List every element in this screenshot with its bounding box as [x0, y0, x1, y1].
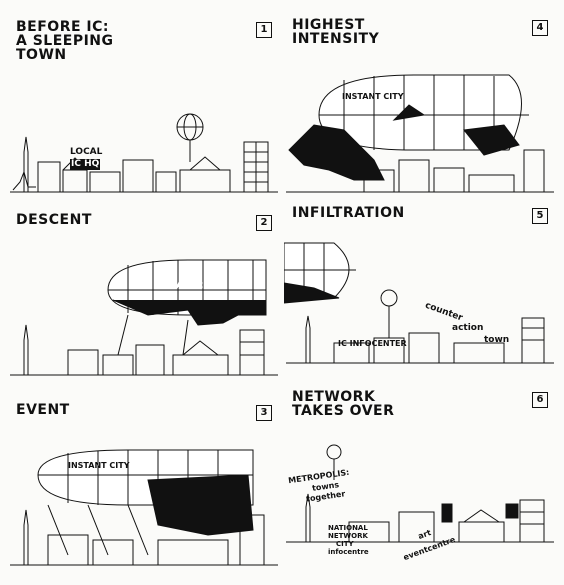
- panel-title: DESCENT: [16, 212, 92, 228]
- instant-city-label: INSTANT CITY: [68, 461, 130, 470]
- balloon-icon: [380, 289, 398, 338]
- panel-title: HIGHEST INTENSITY: [292, 17, 380, 47]
- airship-icon: [284, 242, 356, 304]
- panel-2-descent: DESCENT 2 INSTANT CITY: [8, 205, 282, 395]
- descent-illustration: [10, 259, 278, 376]
- balloon-icon: [176, 113, 204, 162]
- town-label: town: [484, 335, 510, 345]
- town-skyline: [10, 136, 278, 193]
- town-skyline: [286, 493, 554, 543]
- ic-hq-label: IC HQ: [70, 159, 101, 170]
- panel-title: INFILTRATION: [292, 205, 405, 221]
- highest-intensity-illustration: [286, 74, 554, 193]
- panel-number: 3: [256, 405, 272, 421]
- panel-number: 6: [532, 392, 548, 408]
- instant-city-label: INSTANT CITY: [156, 281, 218, 290]
- panel-title: NETWORK TAKES OVER: [292, 389, 395, 419]
- local-label: LOCAL: [70, 147, 103, 157]
- panel-number: 2: [256, 215, 272, 231]
- town-skyline: [10, 504, 278, 566]
- network-label: NETWORK: [328, 532, 368, 540]
- panel-number: 5: [532, 208, 548, 224]
- event-illustration: [10, 449, 278, 566]
- national-label: NATIONAL: [328, 524, 368, 532]
- sleeping-town-illustration: [10, 113, 278, 193]
- network-illustration: [286, 444, 554, 543]
- panel-title: EVENT: [16, 402, 70, 418]
- town-skyline: [286, 315, 554, 364]
- airship-icon: [37, 449, 254, 536]
- panel-title: BEFORE IC: A SLEEPING TOWN: [16, 19, 114, 63]
- instant-city-label: INSTANT CITY: [342, 92, 404, 101]
- panel-4-highest-intensity: HIGHEST INTENSITY 4 INSTANT CITY: [284, 10, 558, 200]
- antenna-icon: [326, 444, 342, 480]
- town-skyline: [10, 314, 278, 376]
- panel-number: 1: [256, 22, 272, 38]
- panel-number: 4: [532, 20, 548, 36]
- airship-icon: [107, 259, 267, 326]
- city-label: CITY: [336, 540, 354, 548]
- panel-1-before-ic: BEFORE IC: A SLEEPING TOWN 1: [8, 12, 282, 202]
- panel-5-infiltration: INFILTRATION 5 IC INFOCENTER counter act…: [284, 198, 558, 388]
- airship-icon: [288, 74, 529, 181]
- panel-3-event: EVENT 3 INSTANT CITY: [8, 395, 282, 585]
- ic-infocenter-label: IC INFOCENTER: [338, 339, 407, 348]
- infocentre-label: infocentre: [328, 548, 369, 556]
- infiltration-illustration: [284, 242, 554, 364]
- town-skyline: [286, 149, 554, 193]
- panel-6-network-takes-over: NETWORK TAKES OVER 6 METROPOLIS: towns t…: [284, 382, 558, 572]
- action-label: action: [452, 323, 484, 333]
